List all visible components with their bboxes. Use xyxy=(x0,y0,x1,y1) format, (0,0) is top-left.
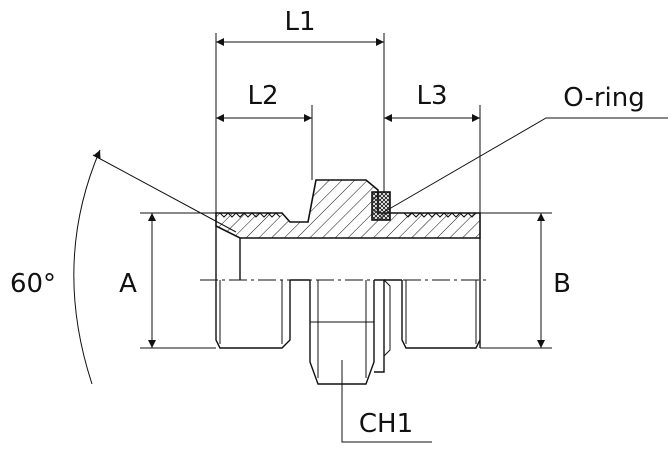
dimension-a: A xyxy=(119,212,216,349)
dimension-l2: L2 xyxy=(216,81,313,180)
label-a: A xyxy=(119,269,137,299)
ch1-callout: CH1 xyxy=(341,360,432,443)
sectioned-half xyxy=(215,179,481,239)
left-thread-teeth xyxy=(219,212,281,218)
o-ring-section xyxy=(371,191,391,221)
oring-callout: O-ring xyxy=(383,83,668,213)
dimension-b: B xyxy=(480,212,571,349)
dimension-l3: L3 xyxy=(384,81,481,213)
bore-step xyxy=(215,226,481,348)
label-l3: L3 xyxy=(416,81,447,111)
dimension-l1: L1 xyxy=(215,7,385,213)
label-b: B xyxy=(553,269,571,299)
label-ch1: CH1 xyxy=(359,409,413,439)
label-angle: 60° xyxy=(10,269,56,299)
angle-dimension: 60° xyxy=(10,149,237,385)
right-thread-teeth xyxy=(403,212,477,218)
label-l2: L2 xyxy=(247,81,278,111)
left-thread-end xyxy=(215,280,291,349)
right-thread-end xyxy=(401,280,481,349)
label-l1: L1 xyxy=(284,7,315,37)
body-section-hatch xyxy=(215,179,481,239)
outline-half xyxy=(215,226,481,385)
label-oring: O-ring xyxy=(563,83,644,113)
